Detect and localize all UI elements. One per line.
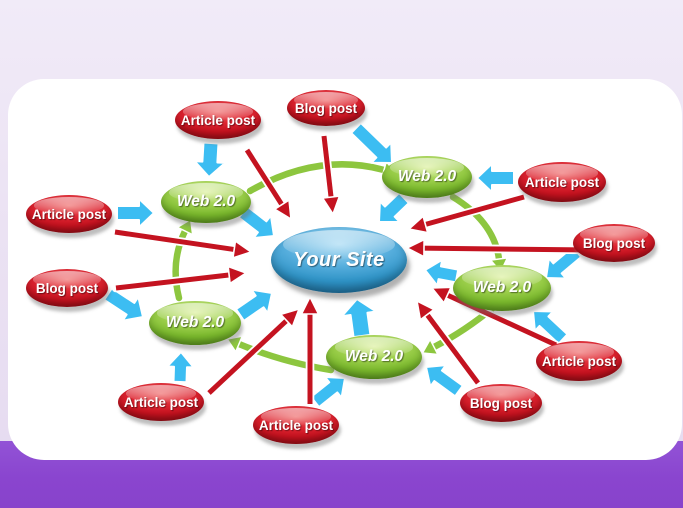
node-blog-top: Blog post	[287, 90, 365, 126]
node-web20-bottom: Web 2.0	[326, 335, 422, 379]
node-article-bottom: Article post	[253, 406, 339, 444]
node-blog-bottom: Blog post	[460, 384, 542, 422]
node-label: Blog post	[582, 235, 646, 251]
node-blog-left: Blog post	[26, 269, 108, 307]
node-label: Article post	[258, 417, 334, 433]
node-label: Blog post	[469, 395, 533, 411]
node-label: Blog post	[35, 280, 99, 296]
node-article-right-bottom: Article post	[536, 341, 622, 381]
node-web20-left: Web 2.0	[149, 301, 241, 345]
node-label: Article post	[541, 353, 617, 369]
node-label: Article post	[524, 174, 600, 190]
node-blog-right: Blog post	[573, 224, 655, 262]
node-article-right-top: Article post	[518, 162, 606, 202]
node-label: Article post	[123, 394, 199, 410]
node-label: Web 2.0	[397, 168, 457, 185]
node-label: Article post	[180, 112, 256, 128]
node-label: Web 2.0	[165, 314, 225, 331]
node-article-left: Article post	[26, 195, 112, 233]
node-article-bottom-left: Article post	[118, 383, 204, 421]
node-label: Your Site	[293, 248, 385, 271]
node-web20-top-left: Web 2.0	[161, 181, 251, 223]
node-label: Web 2.0	[472, 279, 532, 296]
node-article-top-left: Article post	[175, 101, 261, 139]
node-your-site: Your Site	[271, 227, 407, 293]
node-label: Web 2.0	[176, 193, 236, 210]
node-web20-top-right: Web 2.0	[382, 156, 472, 198]
node-label: Article post	[31, 206, 107, 222]
node-label: Web 2.0	[344, 348, 404, 365]
node-web20-right: Web 2.0	[453, 265, 551, 311]
node-label: Blog post	[294, 100, 358, 116]
